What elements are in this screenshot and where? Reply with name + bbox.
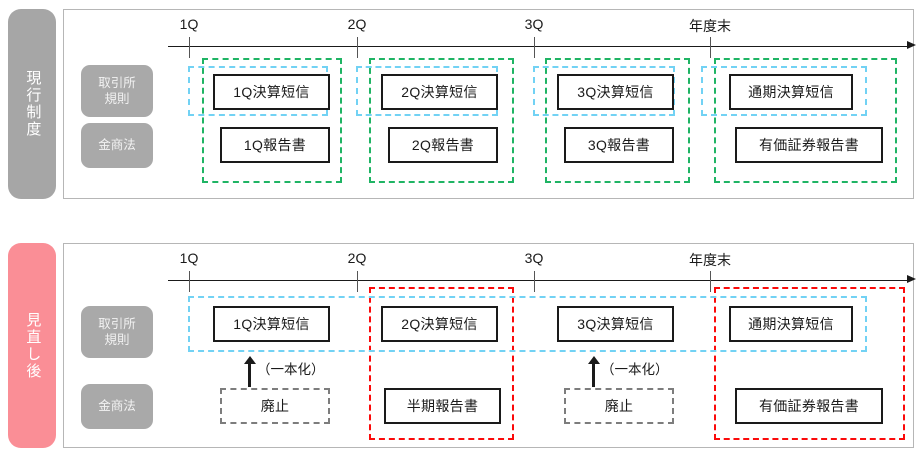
- row-label-exchange-rule-text-current: 取引所 規則: [98, 75, 136, 108]
- section-tab-revised-label: 見直し後: [24, 311, 42, 380]
- consolidated-group-frame-2q-revised: [369, 287, 514, 440]
- section-tab-current-label: 現行制度: [24, 70, 42, 138]
- timeline-label-yearend-current: 年度末: [689, 18, 731, 34]
- consolidated-group-frame-yearend-revised: [714, 287, 905, 440]
- timeline-tick-3q-revised: [534, 271, 535, 292]
- section-tab-current-system: 現行制度: [8, 9, 56, 199]
- doc-box-exchange-3q-revised[interactable]: 3Q決算短信: [557, 306, 674, 342]
- row-label-exchange-rule-current: 取引所 規則: [81, 65, 153, 117]
- merge-arrow-head-3q: [588, 356, 600, 364]
- merge-note-3q: （一本化）: [601, 362, 669, 377]
- quarter-group-frame-yearend-current: [714, 58, 897, 183]
- timeline-tick-2q-revised: [357, 271, 358, 292]
- row-label-line2: 規則: [104, 333, 130, 347]
- doc-box-fiea-2q-revised[interactable]: 半期報告書: [384, 388, 501, 424]
- timeline-label-2q-revised: 2Q: [347, 250, 367, 266]
- row-label-exchange-rule-text-revised: 取引所 規則: [98, 316, 136, 349]
- merge-note-1q: （一本化）: [257, 362, 325, 377]
- doc-box-exchange-yearend-revised[interactable]: 通期決算短信: [729, 306, 853, 342]
- exchange-rule-band-3q-current: [533, 66, 675, 116]
- row-label-line2: 規則: [104, 92, 130, 106]
- quarter-group-frame-3q-current: [545, 58, 690, 183]
- timeline-tick-3q-current: [534, 37, 535, 58]
- revised-system-panel: 1Q 2Q 3Q 年度末 取引所 規則 金商法 1Q決算短信 2Q決算短信 3Q…: [63, 243, 916, 448]
- doc-box-fiea-2q-current[interactable]: 2Q報告書: [388, 127, 498, 163]
- timeline-label-1q-current: 1Q: [179, 16, 199, 32]
- timeline-tick-1q-revised: [189, 271, 190, 292]
- exchange-rule-band-yearend-current: [701, 66, 867, 116]
- doc-box-exchange-3q-current[interactable]: 3Q決算短信: [557, 74, 674, 110]
- doc-box-exchange-yearend-current[interactable]: 通期決算短信: [729, 74, 853, 110]
- timeline-tick-yearend-current: [710, 37, 711, 58]
- timeline-label-1q-revised: 1Q: [179, 250, 199, 266]
- timeline-tick-yearend-revised: [710, 271, 711, 292]
- timeline-label-3q-revised: 3Q: [524, 250, 544, 266]
- merge-arrow-head-1q: [244, 356, 256, 364]
- merge-arrow-icon-1q: [244, 356, 256, 387]
- timeline-axis-current: [168, 46, 908, 47]
- row-label-line1: 取引所: [98, 316, 136, 331]
- timeline-label-3q-current: 3Q: [524, 16, 544, 32]
- row-label-fiea-text-current: 金商法: [98, 138, 136, 153]
- merge-arrow-icon-3q: [588, 356, 600, 387]
- timeline-label-2q-current: 2Q: [347, 16, 367, 32]
- doc-box-exchange-2q-current[interactable]: 2Q決算短信: [381, 74, 498, 110]
- row-label-fiea-current: 金商法: [81, 123, 153, 168]
- timeline-tick-2q-current: [357, 37, 358, 58]
- merge-arrow-shaft-3q: [592, 361, 596, 387]
- row-label-fiea-text-revised: 金商法: [98, 399, 136, 414]
- doc-box-exchange-1q-revised[interactable]: 1Q決算短信: [213, 306, 330, 342]
- doc-box-fiea-3q-current[interactable]: 3Q報告書: [564, 127, 674, 163]
- doc-box-fiea-3q-revised-abolished[interactable]: 廃止: [564, 388, 674, 424]
- timeline-label-yearend-revised: 年度末: [689, 252, 731, 268]
- timeline-tick-1q-current: [189, 37, 190, 58]
- doc-box-exchange-2q-revised[interactable]: 2Q決算短信: [381, 306, 498, 342]
- timeline-arrow-icon-revised: [907, 275, 916, 283]
- current-system-panel: 1Q 2Q 3Q 年度末 取引所 規則 金商法 1Q決算短信 2Q決算短信 3Q…: [63, 9, 916, 199]
- doc-box-fiea-1q-revised-abolished[interactable]: 廃止: [220, 388, 330, 424]
- quarter-group-frame-1q-current: [202, 58, 342, 183]
- doc-box-fiea-yearend-revised[interactable]: 有価証券報告書: [735, 388, 883, 424]
- timeline-arrow-icon-current: [907, 41, 916, 49]
- merge-arrow-shaft-1q: [248, 361, 252, 387]
- doc-box-fiea-1q-current[interactable]: 1Q報告書: [220, 127, 330, 163]
- section-tab-revised-system: 見直し後: [8, 243, 56, 448]
- timeline-axis-revised: [168, 280, 908, 281]
- exchange-rule-band-revised: [188, 296, 867, 352]
- row-label-line1: 取引所: [98, 75, 136, 90]
- row-label-exchange-rule-revised: 取引所 規則: [81, 306, 153, 358]
- doc-box-fiea-yearend-current[interactable]: 有価証券報告書: [735, 127, 883, 163]
- quarter-group-frame-2q-current: [369, 58, 514, 183]
- doc-box-exchange-1q-current[interactable]: 1Q決算短信: [213, 74, 330, 110]
- row-label-fiea-revised: 金商法: [81, 384, 153, 429]
